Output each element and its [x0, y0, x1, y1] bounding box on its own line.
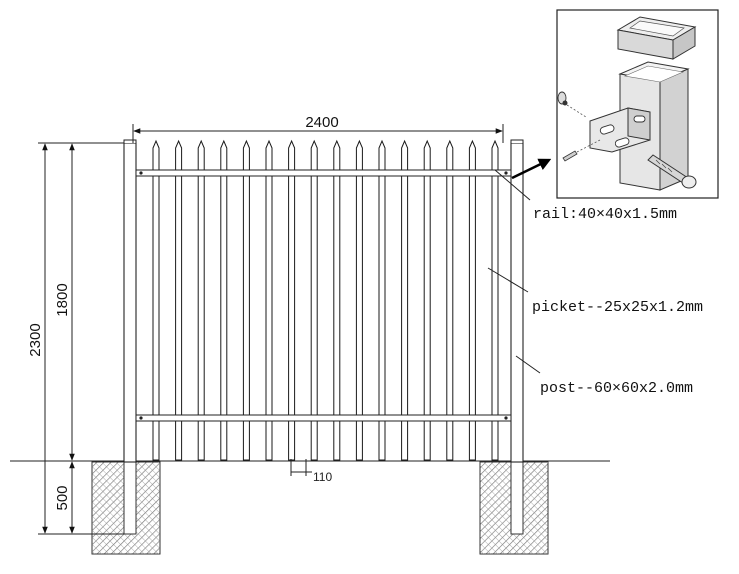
top-rail — [135, 169, 512, 177]
picket — [242, 139, 250, 461]
left-footing — [91, 461, 161, 555]
post-spec-label: post--60×60x2.0mm — [540, 380, 693, 397]
picket — [310, 139, 318, 461]
picket — [175, 139, 183, 461]
total-height-label: 2300 — [27, 323, 44, 356]
picket — [333, 139, 341, 461]
bottom-rail — [135, 414, 512, 422]
bracket — [589, 107, 651, 153]
pickets — [152, 139, 499, 461]
picket — [401, 139, 409, 461]
picket-leader — [487, 267, 529, 293]
width-label: 2400 — [305, 114, 338, 131]
right-footing — [479, 461, 549, 555]
picket — [220, 139, 228, 461]
picket — [265, 139, 273, 461]
picket-gap-dimension: 110 — [290, 459, 332, 484]
post-cap — [616, 16, 697, 60]
picket — [446, 139, 454, 461]
left-post — [123, 139, 137, 463]
total-height-dimension: 2300 — [27, 142, 124, 535]
screw-left — [557, 91, 587, 118]
picket-spec-label: picket--25x25x1.2mm — [532, 299, 703, 316]
right-post — [510, 139, 524, 463]
rail-leader — [494, 169, 531, 201]
bolt — [647, 154, 697, 189]
rail-spec-label: rail:40×40x1.5mm — [533, 206, 677, 223]
picket — [197, 139, 205, 461]
picket — [355, 139, 363, 461]
picket — [288, 139, 296, 461]
detail-arrow — [511, 158, 552, 180]
width-dimension: 2400 — [132, 114, 504, 143]
footing-depth-label: 500 — [54, 485, 71, 510]
picket — [378, 139, 386, 461]
footing-depth-dimension: 500 — [54, 461, 75, 534]
picket-gap-label: 110 — [313, 470, 332, 484]
post-bracket-detail — [556, 9, 719, 199]
picket — [152, 139, 160, 461]
fence-height-dimension: 1800 — [54, 143, 75, 461]
screw-small — [562, 139, 601, 162]
picket — [423, 139, 431, 461]
picket — [491, 139, 499, 461]
picket — [468, 139, 476, 461]
fence-height-label: 1800 — [54, 283, 71, 316]
post-leader — [515, 355, 541, 374]
